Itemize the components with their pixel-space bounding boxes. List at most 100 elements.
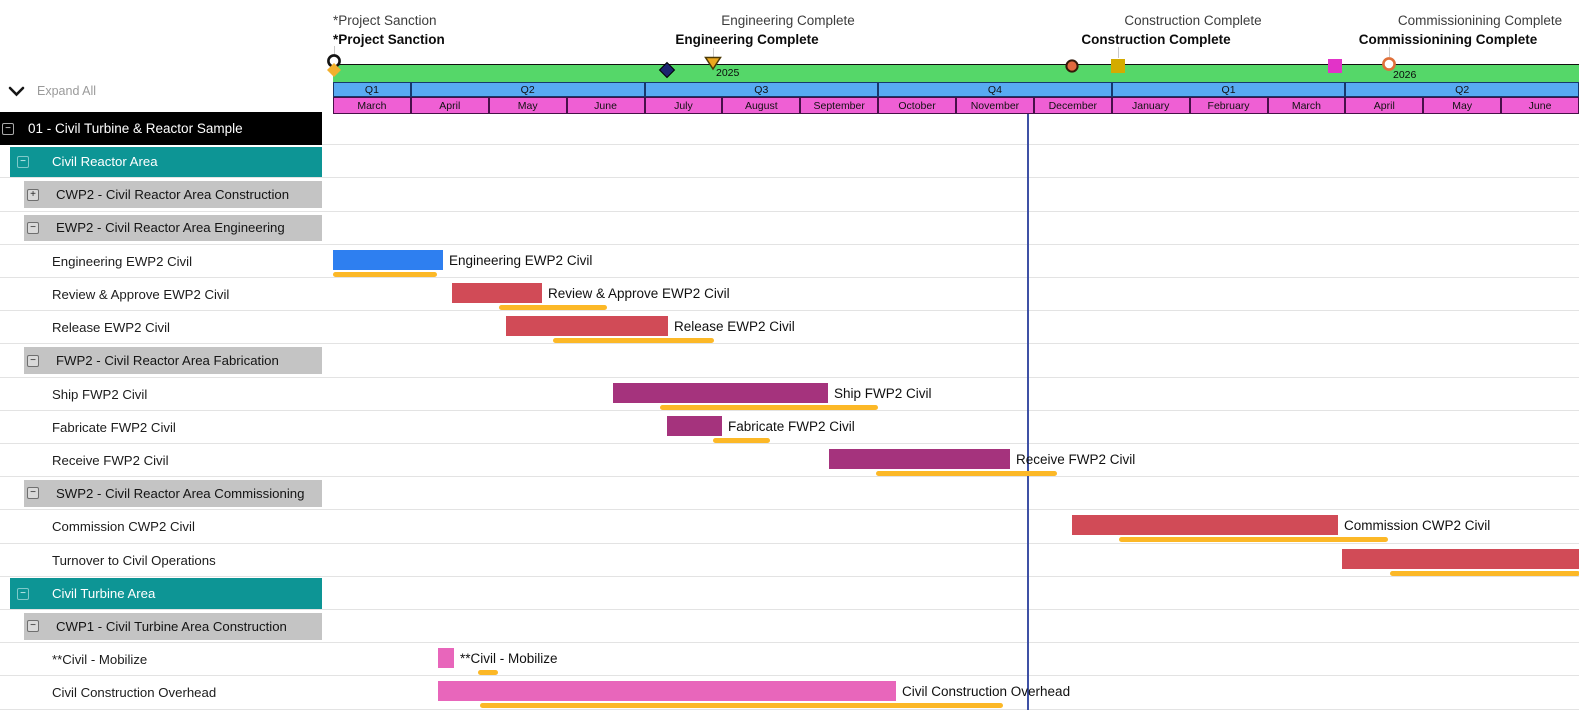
expand-all-control[interactable]: Expand All: [8, 84, 96, 98]
baseline-bar: [333, 271, 437, 277]
expand-toggle-icon[interactable]: +: [27, 188, 39, 201]
sidebar-row-task[interactable]: Ship FWP2 Civil: [52, 378, 322, 411]
task-bar[interactable]: [613, 382, 828, 403]
baseline-bar: [660, 404, 878, 410]
task-bar-label: Civil Construction Overhead: [902, 684, 1071, 700]
engineering-complete-triangle-icon[interactable]: [703, 54, 723, 74]
task-bar[interactable]: [1072, 515, 1338, 536]
construction-complete-square-icon[interactable]: [1108, 56, 1128, 76]
task-bar[interactable]: [829, 449, 1010, 469]
task-bar-label: **Civil - Mobilize: [460, 651, 558, 667]
sidebar-row-area[interactable]: −Civil Turbine Area: [10, 578, 322, 609]
collapse-toggle-icon[interactable]: −: [27, 354, 39, 367]
row-gridline: [0, 509, 1579, 511]
milestone-label-b-3: Commissionining Complete: [1358, 32, 1538, 47]
sidebar-row-label: Receive FWP2 Civil: [52, 453, 169, 469]
sidebar-row-area[interactable]: − Civil Reactor Area: [10, 146, 322, 178]
baseline-bar: [499, 305, 607, 310]
row-gridline: [0, 642, 1579, 644]
task-bar-label: Review & Approve EWP2 Civil: [548, 286, 730, 301]
sidebar-row-task[interactable]: Civil Construction Overhead: [52, 676, 322, 709]
sidebar-row-task[interactable]: Engineering EWP2 Civil: [52, 245, 322, 278]
project-sanction-diamond-icon[interactable]: [324, 60, 344, 80]
year-label: 2026: [1393, 69, 1417, 81]
task-bar-label: Engineering EWP2 Civil: [449, 252, 593, 268]
row-gridline: [0, 243, 1579, 245]
collapse-toggle-icon[interactable]: −: [17, 587, 29, 600]
task-bar-label: Receive FWP2 Civil: [1016, 452, 1136, 467]
row-gridline: [0, 575, 1579, 577]
task-bar-label: Fabricate FWP2 Civil: [728, 418, 855, 434]
quarter-cell: Q2: [1345, 82, 1579, 97]
milestone-label-b-2: Construction Complete: [1081, 32, 1231, 47]
task-bar[interactable]: [1342, 548, 1579, 569]
baseline-bar: [1390, 570, 1579, 576]
row-gridline: [0, 210, 1579, 212]
commissioning-complete-circle-icon[interactable]: [1379, 54, 1399, 74]
sidebar-row-wbs[interactable]: − EWP2 - Civil Reactor Area Engineering: [24, 214, 322, 242]
row-gridline: [0, 177, 1579, 179]
orange-circle-icon[interactable]: [1062, 56, 1082, 76]
collapse-toggle-icon[interactable]: −: [27, 620, 39, 633]
navy-diamond-icon[interactable]: [657, 60, 677, 80]
row-gridline: [0, 277, 1579, 278]
task-bar[interactable]: [333, 249, 443, 270]
task-bar[interactable]: [667, 415, 722, 436]
sidebar-row-task[interactable]: Commission CWP2 Civil: [52, 510, 322, 543]
sidebar-row-project[interactable]: −01 - Civil Turbine & Reactor Sample: [0, 112, 322, 146]
sidebar-row-label: Turnover to Civil Operations: [52, 552, 216, 568]
quarter-cell: Q2: [410, 82, 645, 97]
expand-all-label[interactable]: Expand All: [37, 84, 97, 98]
task-bar-label: Ship FWP2 Civil: [834, 385, 932, 401]
task-bar[interactable]: [438, 681, 896, 702]
task-bar[interactable]: [506, 316, 668, 337]
month-cell: April: [410, 97, 489, 114]
row-gridline: [0, 476, 1579, 478]
row-gridline: [0, 609, 1579, 610]
task-bar[interactable]: [438, 648, 454, 669]
collapse-toggle-icon[interactable]: −: [27, 487, 39, 500]
row-gridline: [0, 443, 1579, 444]
month-cell: January: [1111, 97, 1190, 114]
row-gridline: [0, 542, 1579, 544]
sidebar-row-label: Civil Reactor Area: [52, 154, 158, 170]
sidebar-row-label: CWP2 - Civil Reactor Area Construction: [56, 187, 290, 203]
sidebar-row-task[interactable]: Release EWP2 Civil: [52, 311, 322, 344]
sidebar-row-task[interactable]: Fabricate FWP2 Civil: [52, 411, 322, 444]
sidebar-row-task[interactable]: Receive FWP2 Civil: [52, 444, 322, 477]
month-cell: July: [644, 97, 723, 114]
collapse-toggle-icon[interactable]: −: [2, 122, 14, 135]
month-cell: September: [800, 97, 879, 114]
collapse-toggle-icon[interactable]: −: [17, 155, 29, 168]
sidebar-row-wbs[interactable]: −CWP1 - Civil Turbine Area Construction: [24, 613, 322, 640]
chevron-down-icon[interactable]: [8, 86, 25, 97]
sidebar-row-label: SWP2 - Civil Reactor Area Commissioning: [56, 485, 305, 501]
sidebar-row-task[interactable]: Review & Approve EWP2 Civil: [52, 278, 322, 311]
sidebar-row-label: FWP2 - Civil Reactor Area Fabrication: [56, 353, 279, 369]
month-cell: August: [722, 97, 801, 114]
milestone-label-a-1: Engineering Complete: [721, 13, 855, 28]
sidebar-row-wbs[interactable]: − FWP2 - Civil Reactor Area Fabrication: [24, 347, 322, 374]
month-cell: February: [1189, 97, 1268, 114]
year-label: 2025: [716, 67, 740, 79]
sidebar-row-wbs[interactable]: − SWP2 - Civil Reactor Area Commissioning: [24, 480, 322, 507]
sidebar-row-task[interactable]: **Civil - Mobilize: [52, 643, 322, 676]
sidebar-row-wbs[interactable]: + CWP2 - Civil Reactor Area Construction: [24, 181, 322, 208]
baseline-bar: [480, 703, 1003, 709]
task-bar[interactable]: [452, 283, 542, 303]
row-gridline: [0, 675, 1579, 677]
milestone-connector: [1389, 47, 1390, 57]
collapse-toggle-icon[interactable]: −: [27, 221, 39, 234]
row-gridline: [0, 708, 1579, 710]
milestone-connector: [334, 46, 335, 59]
task-bar-label: Release EWP2 Civil: [674, 319, 795, 335]
baseline-bar: [713, 437, 770, 443]
sidebar-row-label: EWP2 - Civil Reactor Area Engineering: [56, 220, 285, 236]
sidebar-row-task[interactable]: Turnover to Civil Operations: [52, 544, 322, 577]
magenta-square-icon[interactable]: [1325, 56, 1345, 76]
